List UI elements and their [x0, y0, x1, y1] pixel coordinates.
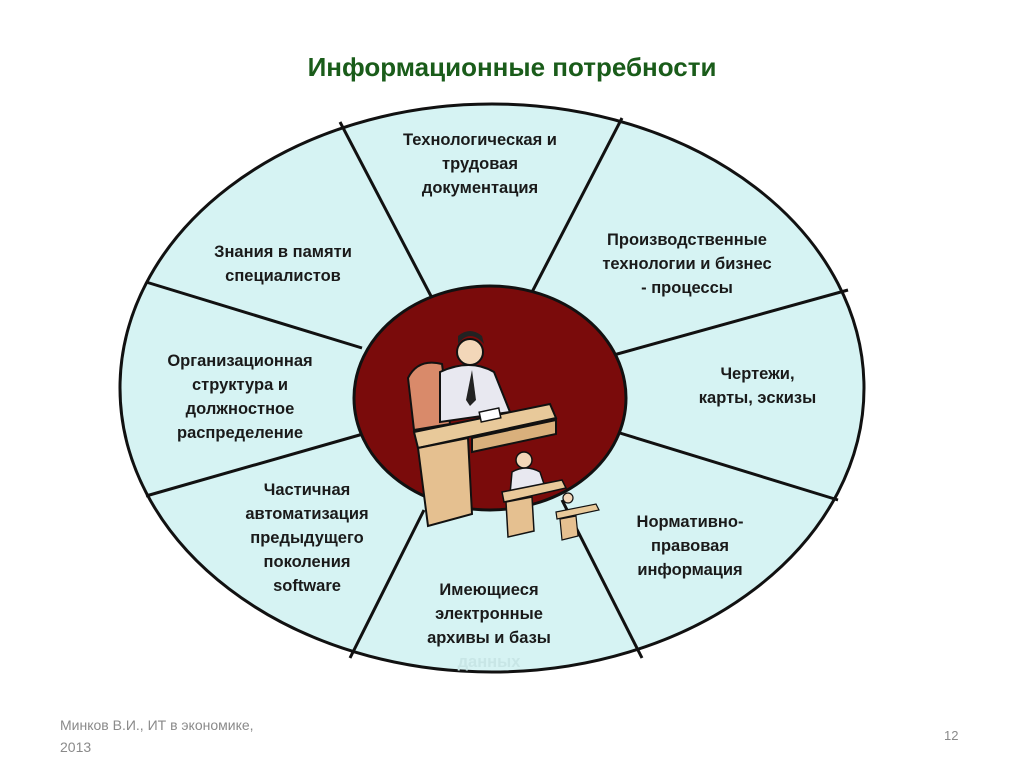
slide-footer: Минков В.И., ИТ в экономике, 2013 — [60, 714, 254, 758]
footer-year-line: 2013 — [60, 736, 254, 758]
footer-author-line: Минков В.И., ИТ в экономике, — [60, 714, 254, 736]
segment-label-drawings: Чертежи,карты, эскизы — [670, 362, 845, 410]
page-number: 12 — [944, 728, 958, 743]
